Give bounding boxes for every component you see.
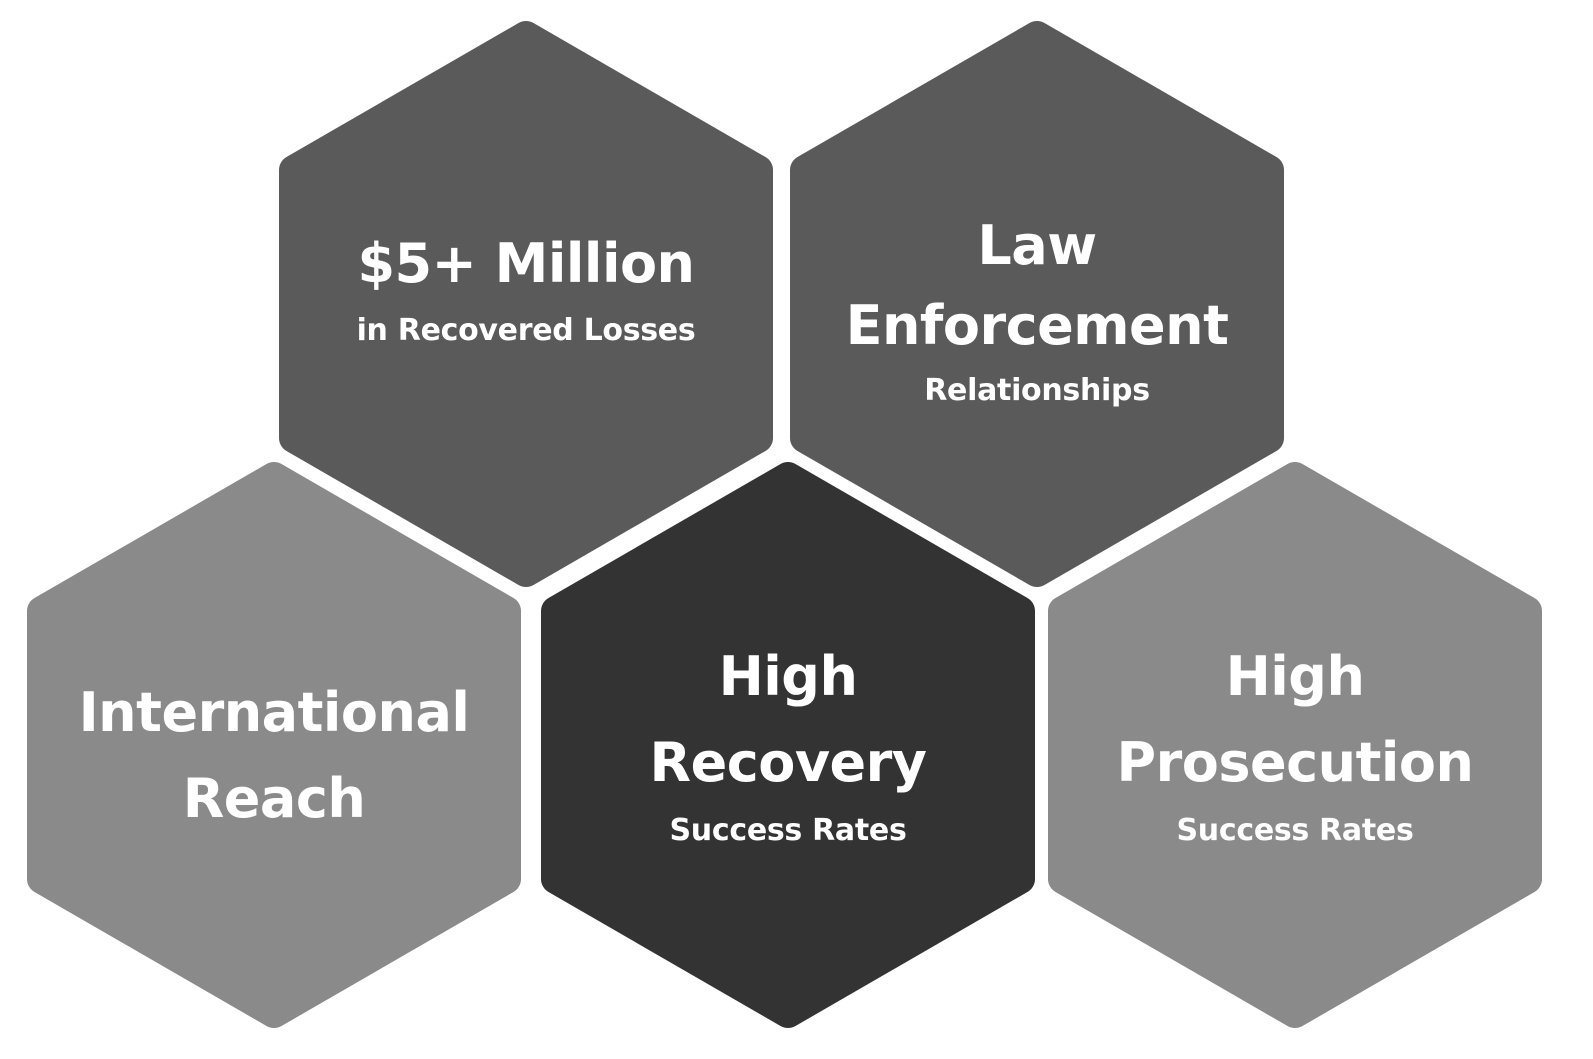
- label-international-reach: International Reach: [39, 670, 509, 842]
- high-prosecution-subtitle: Success Rates: [1176, 813, 1414, 848]
- international-reach-title-line2: Reach: [182, 767, 366, 830]
- high-recovery-title-line1: High: [718, 645, 858, 708]
- label-high-prosecution: High Prosecution Success Rates: [1060, 634, 1530, 856]
- hex-international-reach: [27, 462, 521, 1028]
- hex-law-enforcement: [790, 21, 1284, 587]
- high-prosecution-title-line1: High: [1225, 645, 1365, 708]
- high-recovery-subtitle: Success Rates: [669, 813, 907, 848]
- high-recovery-title-line2: Recovery: [649, 731, 927, 794]
- hex-recovered-losses: [279, 21, 773, 587]
- law-enforcement-title-line1: Law: [977, 214, 1097, 277]
- label-high-recovery: High Recovery Success Rates: [553, 634, 1023, 856]
- hex-high-prosecution: [1048, 462, 1542, 1028]
- label-law-enforcement: Law Enforcement Relationships: [802, 206, 1272, 416]
- high-prosecution-title-line2: Prosecution: [1116, 731, 1474, 794]
- label-recovered-losses: $5+ Million in Recovered Losses: [291, 222, 761, 356]
- international-reach-title-line1: International: [78, 681, 470, 744]
- recovered-losses-title: $5+ Million: [357, 232, 695, 295]
- recovered-losses-subtitle: in Recovered Losses: [356, 313, 696, 348]
- law-enforcement-title-line2: Enforcement: [845, 294, 1229, 357]
- hex-high-recovery: [541, 462, 1035, 1028]
- law-enforcement-subtitle: Relationships: [924, 373, 1150, 408]
